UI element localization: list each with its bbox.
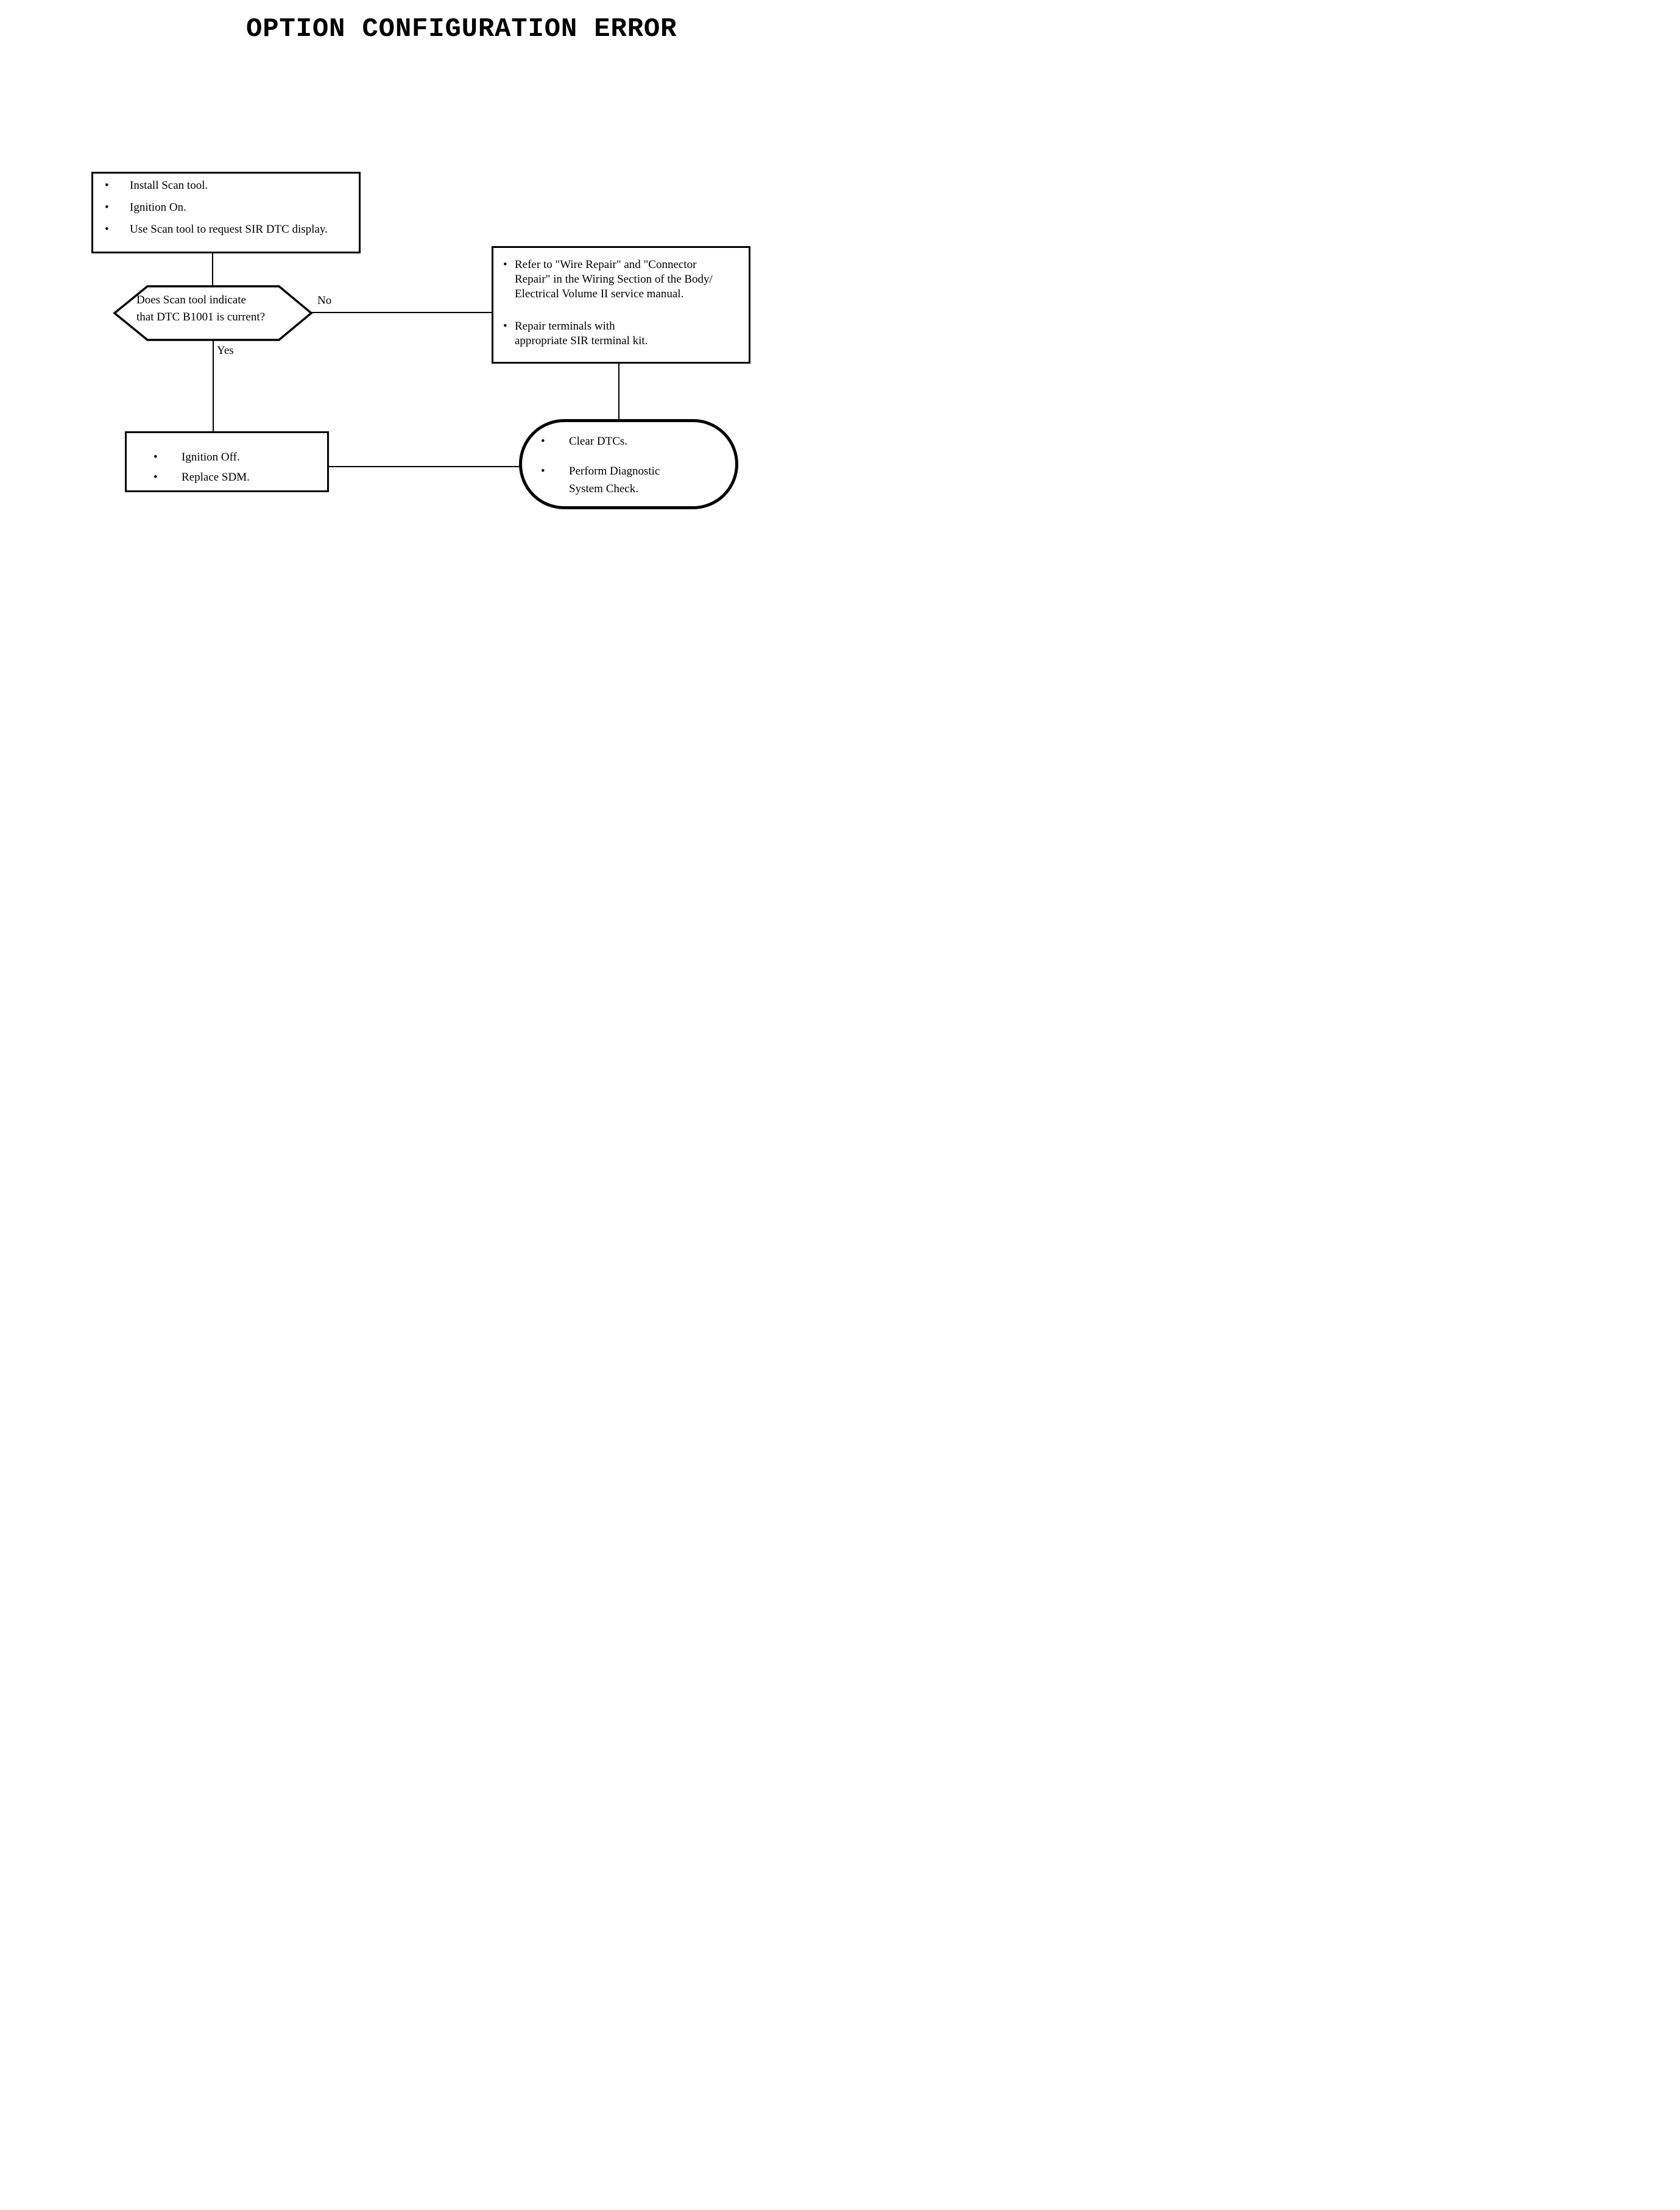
bullet-icon: • bbox=[154, 471, 158, 484]
list-item: • Refer to "Wire Repair" and "Connector … bbox=[503, 258, 749, 302]
end-item-1-line-1: Clear DTCs. bbox=[569, 435, 628, 448]
list-item: • Perform Diagnostic System Check. bbox=[541, 462, 735, 498]
end-node: • Clear DTCs. • Perform Diagnostic Syste… bbox=[519, 419, 738, 509]
connector-yes-branch bbox=[213, 339, 214, 431]
replace-box: • Ignition Off. • Replace SDM. bbox=[125, 431, 329, 492]
bullet-icon: • bbox=[541, 465, 545, 478]
list-item: • Ignition On. bbox=[105, 197, 359, 219]
end-item-2: Perform Diagnostic System Check. bbox=[569, 462, 735, 498]
start-item-3: Use Scan tool to request SIR DTC display… bbox=[130, 223, 328, 236]
list-item: • Repair terminals with appropriate SIR … bbox=[503, 319, 749, 348]
repair-item-2-line-2: appropriate SIR terminal kit. bbox=[515, 334, 648, 347]
no-label: No bbox=[317, 294, 332, 307]
start-item-1: Install Scan tool. bbox=[130, 179, 208, 192]
bullet-icon: • bbox=[503, 258, 507, 271]
decision-node: Does Scan tool indicate that DTC B1001 i… bbox=[113, 285, 313, 341]
bullet-icon: • bbox=[105, 223, 109, 236]
replace-item-2: Replace SDM. bbox=[182, 471, 250, 484]
list-item: • Ignition Off. bbox=[154, 447, 327, 467]
end-item-2-line-2: System Check. bbox=[569, 482, 638, 495]
bullet-icon: • bbox=[154, 451, 158, 464]
decision-text: Does Scan tool indicate that DTC B1001 i… bbox=[136, 292, 265, 326]
start-box: • Install Scan tool. • Ignition On. • Us… bbox=[91, 172, 361, 253]
bullet-icon: • bbox=[503, 320, 507, 333]
connector-no-branch bbox=[311, 312, 492, 313]
bullet-icon: • bbox=[105, 201, 109, 214]
connector-repair-to-end bbox=[618, 362, 619, 419]
yes-label: Yes bbox=[217, 344, 234, 357]
repair-item-1-line-3: Electrical Volume II service manual. bbox=[515, 288, 684, 300]
connector-start-to-decision bbox=[212, 252, 213, 286]
start-item-2: Ignition On. bbox=[130, 201, 186, 214]
bullet-icon: • bbox=[541, 435, 545, 448]
hexagon-shape bbox=[113, 285, 313, 341]
repair-item-2-line-1: Repair terminals with bbox=[515, 320, 615, 333]
bullet-icon: • bbox=[105, 179, 109, 192]
repair-box: • Refer to "Wire Repair" and "Connector … bbox=[492, 246, 750, 364]
decision-line-2: that DTC B1001 is current? bbox=[136, 311, 266, 323]
list-item: • Replace SDM. bbox=[154, 467, 327, 487]
end-item-2-line-1: Perform Diagnostic bbox=[569, 465, 660, 478]
end-item-1: Clear DTCs. bbox=[569, 432, 735, 450]
replace-item-1: Ignition Off. bbox=[182, 451, 240, 464]
decision-line-1: Does Scan tool indicate bbox=[136, 294, 246, 306]
page-title: OPTION CONFIGURATION ERROR bbox=[246, 14, 677, 44]
list-item: • Install Scan tool. bbox=[105, 175, 359, 197]
list-item: • Use Scan tool to request SIR DTC displ… bbox=[105, 219, 359, 241]
repair-item-2: Repair terminals with appropriate SIR te… bbox=[515, 319, 749, 348]
repair-item-1-line-2: Repair" in the Wiring Section of the Bod… bbox=[515, 273, 713, 286]
list-item: • Clear DTCs. bbox=[541, 432, 735, 450]
connector-replace-to-end bbox=[328, 466, 519, 467]
repair-item-1-line-1: Refer to "Wire Repair" and "Connector bbox=[515, 258, 697, 271]
flowchart-page: OPTION CONFIGURATION ERROR • Install Sca… bbox=[0, 0, 840, 1105]
repair-item-1: Refer to "Wire Repair" and "Connector Re… bbox=[515, 258, 749, 302]
